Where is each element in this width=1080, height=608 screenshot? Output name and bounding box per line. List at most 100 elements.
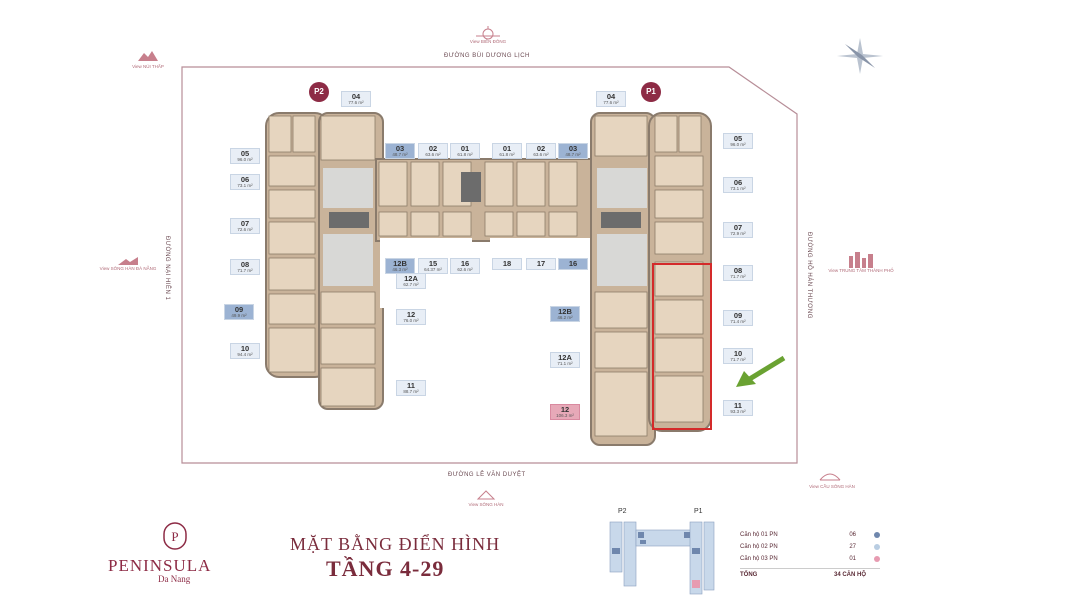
legend-row-label: Căn hộ 02 PN: [740, 544, 778, 550]
floorplan-unit-grid: [265, 112, 710, 442]
plan-subtitle: TẦNG 4-29: [326, 556, 445, 581]
view-label-top: View BIỂN ĐÔNG: [469, 39, 507, 44]
view-icon-top: [474, 24, 502, 40]
unit-number: 04: [606, 92, 616, 101]
unit-label: 18: [492, 258, 522, 270]
unit-number: 15: [428, 259, 438, 268]
view-icon-right: [846, 250, 876, 268]
legend-total: TỔNG 34 CĂN HỘ: [740, 568, 880, 578]
unit-area: 72.6 m²: [237, 226, 253, 232]
plan-title: MẶT BẰNG ĐIỂN HÌNH: [290, 534, 501, 554]
unit-area: 71.7 m²: [237, 267, 253, 273]
unit-area: 62.6 m²: [457, 266, 473, 272]
highlight-box: [652, 263, 712, 430]
unit-area: 48.7 m²: [565, 151, 581, 157]
legend-row-label: Căn hộ 01 PN: [740, 532, 778, 538]
brand-logo-icon: P: [163, 522, 187, 550]
legend-total-label: TỔNG: [740, 572, 758, 578]
unit-number: 07: [733, 223, 743, 232]
street-top: ĐƯỜNG BÙI DƯƠNG LỊCH: [444, 53, 530, 59]
pointer-arrow-icon: [734, 354, 788, 388]
mini-key-plan: P2 P1: [606, 508, 716, 595]
svg-text:P: P: [171, 529, 178, 544]
unit-area: 106.3 m²: [556, 412, 574, 418]
unit-area: 96.0 m²: [237, 156, 253, 162]
view-icon-left: [116, 254, 140, 266]
unit-area: 71.7 m²: [730, 273, 746, 279]
unit-label: 17: [526, 258, 556, 270]
unit-area: 71.1 m²: [557, 360, 573, 366]
unit-area: 63.6 m²: [533, 151, 549, 157]
unit-area: 49.9 m²: [231, 312, 247, 318]
unit-number: 12: [406, 310, 416, 319]
unit-number: 01: [502, 144, 512, 153]
mini-label-p1: P1: [694, 508, 703, 515]
unit-number: 10: [240, 344, 250, 353]
legend-row-count: 27: [849, 544, 856, 550]
unit-number: 07: [240, 219, 250, 228]
compass-icon: [835, 36, 885, 76]
legend-row-count: 01: [849, 556, 856, 562]
unit-number: 12A: [404, 274, 418, 283]
unit-number: 10: [733, 349, 743, 358]
unit-number: 05: [240, 149, 250, 158]
street-right: ĐƯỜNG HỒ HÁN THƯƠNG: [806, 232, 812, 319]
street-bottom: ĐƯỜNG LÊ VĂN DUYỆT: [448, 472, 526, 478]
tower-pin-p2: P2: [309, 82, 329, 102]
unit-number: 18: [502, 259, 512, 268]
view-icon-bottom: [476, 488, 496, 500]
street-left: ĐƯỜNG NẠI HIÊN 1: [164, 236, 170, 301]
unit-number: 16: [460, 259, 470, 268]
unit-number: 06: [240, 175, 250, 184]
unit-area: 46.2 m²: [557, 314, 573, 320]
unit-area: 48.7 m²: [392, 151, 408, 157]
view-label-bottom: View SÔNG HÀN: [468, 502, 504, 507]
unit-area: 77.6 m²: [348, 99, 364, 105]
tower-pin-p1: P1: [641, 82, 661, 102]
view-label-right: View TRUNG TÂM THÀNH PHỐ: [828, 268, 894, 273]
unit-number: 12: [560, 405, 570, 414]
unit-number: 17: [536, 259, 546, 268]
unit-area: 96.0 m²: [730, 141, 746, 147]
courtyard-p1: [490, 238, 590, 308]
unit-number: 12B: [558, 307, 572, 316]
legend-row-count: 06: [849, 532, 856, 538]
unit-area: 61.8 m²: [499, 151, 515, 157]
unit-number: 04: [351, 92, 361, 101]
unit-number: 11: [407, 381, 415, 390]
legend-swatch: [874, 556, 880, 562]
unit-number: 03: [395, 144, 405, 153]
unit-area: 76.0 m²: [403, 317, 419, 323]
unit-number: 16: [568, 259, 578, 268]
brand-sub: Da Nang: [158, 574, 191, 584]
unit-area: 72.9 m²: [730, 230, 746, 236]
unit-label: 16: [558, 258, 588, 270]
view-icon-bottom-right: [818, 468, 842, 482]
view-label-top-left: View NÚI THẤP: [132, 64, 164, 69]
